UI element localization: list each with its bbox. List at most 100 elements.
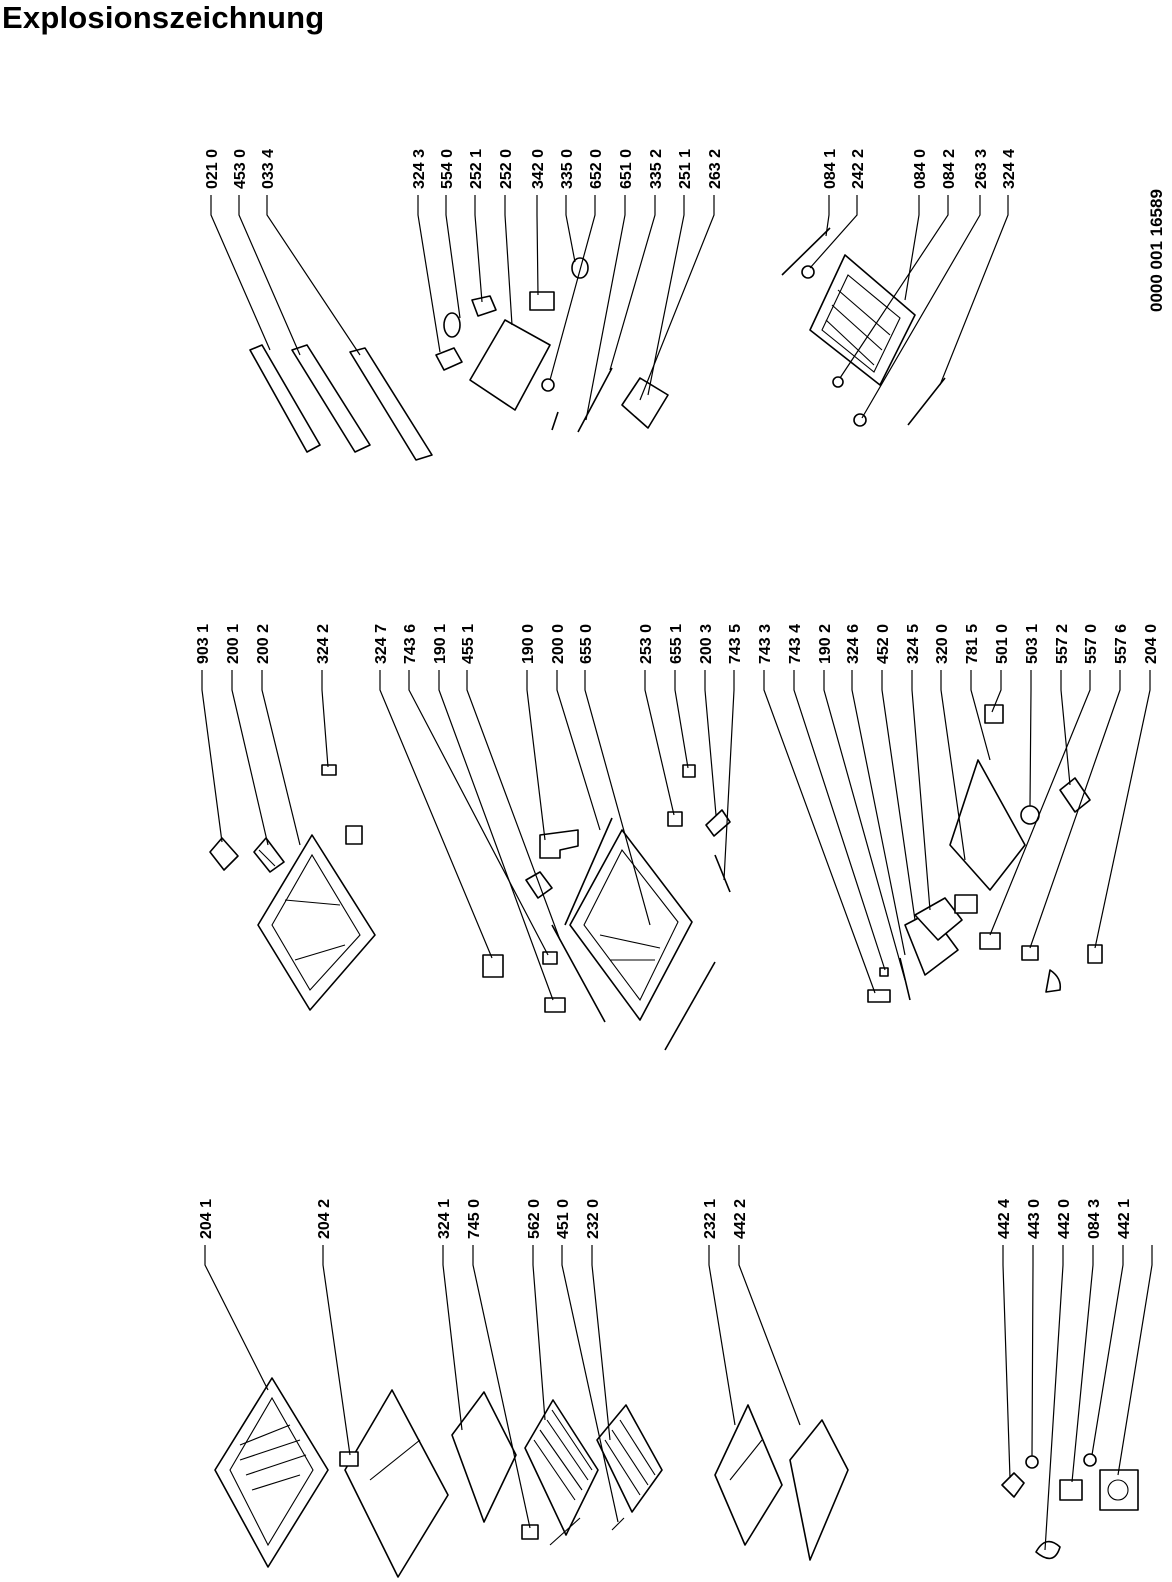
part-232-0-cover <box>714 1404 783 1546</box>
part-label-190-2: 190 2 <box>817 624 834 664</box>
part-743-group <box>867 957 911 1003</box>
part-242-2-crate <box>809 254 916 386</box>
part-label-324-2: 324 2 <box>315 624 332 664</box>
part-label-562-0: 562 0 <box>526 1199 543 1239</box>
part-label-251-1: 251 1 <box>677 149 694 189</box>
part-324-4-block <box>209 837 239 871</box>
part-451-0-heater-grid <box>596 1404 663 1531</box>
part-190-0-drawer <box>564 817 716 1051</box>
part-label-452-0: 452 0 <box>875 624 892 664</box>
part-small-clip-346 <box>345 825 363 845</box>
leader-lines <box>201 195 1153 1551</box>
part-204-1-glass-shelf <box>339 1389 449 1578</box>
part-263-3-bar <box>907 377 946 426</box>
part-label-745-0: 745 0 <box>466 1199 483 1239</box>
part-label-743-5: 743 5 <box>727 624 744 664</box>
part-903-1-comb <box>253 837 285 873</box>
part-label-652-0: 652 0 <box>588 149 605 189</box>
part-label-554-0: 554 0 <box>439 149 456 189</box>
part-label-200-3: 200 3 <box>698 624 715 664</box>
part-label-320-0: 320 0 <box>934 624 951 664</box>
part-455-1-bracket <box>539 829 579 859</box>
part-label-252-1: 252 1 <box>468 149 485 189</box>
part-label-743-4: 743 4 <box>787 624 804 664</box>
part-503-1-pad <box>1059 777 1091 813</box>
part-label-253-0: 253 0 <box>638 624 655 664</box>
part-label-084-3: 084 3 <box>1086 1199 1103 1239</box>
part-label-455-1: 455 1 <box>460 624 477 664</box>
part-745-0-evaporator <box>521 1399 599 1546</box>
part-label-084-2: 084 2 <box>941 149 958 189</box>
part-324-7-block <box>542 951 558 965</box>
part-label-342-0: 342 0 <box>530 149 547 189</box>
part-084-1-clip <box>801 265 815 279</box>
part-label-263-3: 263 3 <box>973 149 990 189</box>
part-label-335-2: 335 2 <box>648 149 665 189</box>
page-title: Explosionszeichnung <box>2 0 325 35</box>
part-652-0-screw <box>541 378 559 431</box>
part-label-443-0: 443 0 <box>1026 1199 1043 1239</box>
part-204-2-plate <box>451 1391 517 1523</box>
part-label-324-5: 324 5 <box>905 624 922 664</box>
part-232-1-gasket <box>789 1419 849 1561</box>
part-252-0-holder <box>469 319 551 411</box>
part-label-557-2: 557 2 <box>1054 624 1071 664</box>
part-743-6-block <box>544 997 566 1013</box>
part-200-2-clip <box>321 764 337 776</box>
part-label-200-2: 200 2 <box>255 624 272 664</box>
part-label-442-1: 442 1 <box>1116 1199 1133 1239</box>
part-252-1-part <box>471 295 497 317</box>
part-655-group <box>667 764 731 893</box>
part-label-084-0: 084 0 <box>912 149 929 189</box>
part-651-0-rod <box>577 367 613 433</box>
part-label-324-3: 324 3 <box>411 149 428 189</box>
part-204-0-shelf-grid <box>214 1377 329 1568</box>
part-label-503-1: 503 1 <box>1024 624 1041 664</box>
part-label-263-2: 263 2 <box>707 149 724 189</box>
part-342-0-socket <box>529 291 555 311</box>
part-label-781-5: 781 5 <box>964 624 981 664</box>
part-label-200-0: 200 0 <box>550 624 567 664</box>
part-label-324-1: 324 1 <box>436 1199 453 1239</box>
part-084-2-clip <box>853 413 867 427</box>
part-label-242-2: 242 2 <box>850 149 867 189</box>
part-335-2-lampcover <box>621 377 669 429</box>
part-label-453-0: 453 0 <box>232 149 249 189</box>
part-label-557-0: 557 0 <box>1083 624 1100 664</box>
part-label-442-4: 442 4 <box>996 1199 1013 1239</box>
part-label-557-6: 557 6 <box>1113 624 1130 664</box>
part-label-651-0: 651 0 <box>618 149 635 189</box>
part-190-1-rail <box>551 924 606 1023</box>
part-200-1-tray <box>257 834 376 1011</box>
part-label-442-0: 442 0 <box>1056 1199 1073 1239</box>
part-324-2-block <box>482 954 504 978</box>
part-021-0-rail <box>249 344 321 453</box>
part-label-204-2: 204 2 <box>316 1199 333 1239</box>
part-label-451-0: 451 0 <box>555 1199 572 1239</box>
part-label-232-1: 232 1 <box>702 1199 719 1239</box>
part-557-group-switch <box>979 932 1103 993</box>
part-label-903-1: 903 1 <box>195 624 212 664</box>
part-label-084-1: 084 1 <box>822 149 839 189</box>
part-263-2-bar <box>781 227 831 276</box>
part-453-0-rail <box>291 344 371 453</box>
part-label-021-0: 021 0 <box>204 149 221 189</box>
part-label-501-0: 501 0 <box>994 624 1011 664</box>
part-label-190-0: 190 0 <box>520 624 537 664</box>
part-label-324-7: 324 7 <box>373 624 390 664</box>
part-320-0-panel <box>949 759 1026 914</box>
part-label-204-1: 204 1 <box>198 1199 215 1239</box>
part-label-190-1: 190 1 <box>432 624 449 664</box>
part-033-4-rail <box>349 347 433 461</box>
part-label-655-1: 655 1 <box>668 624 685 664</box>
part-label-743-6: 743 6 <box>402 624 419 664</box>
part-442-group-fan <box>1001 1453 1139 1560</box>
part-label-232-0: 232 0 <box>585 1199 602 1239</box>
part-label-033-4: 033 4 <box>260 149 277 189</box>
part-084-0-clip <box>832 376 844 388</box>
document-number: 0000 001 16589 <box>1147 189 1166 312</box>
part-label-200-1: 200 1 <box>225 624 242 664</box>
part-554-0-knob <box>443 312 461 338</box>
part-324-3-strip <box>435 347 463 371</box>
